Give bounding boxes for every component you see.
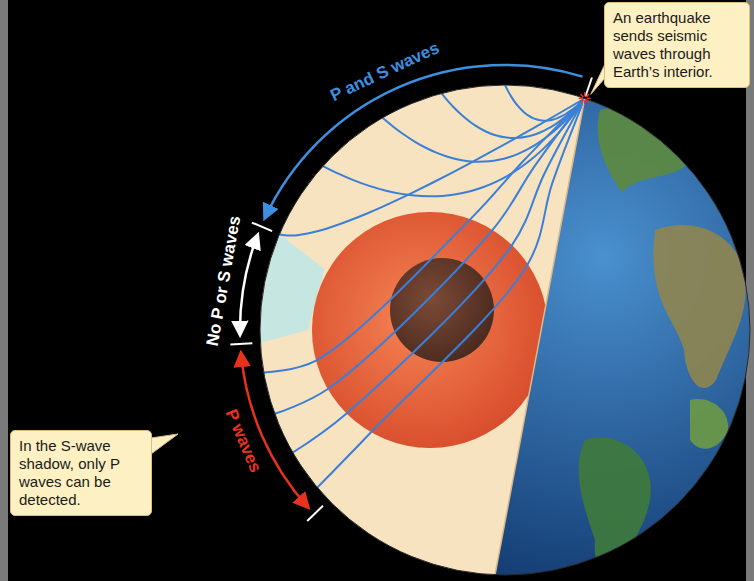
range-arc bbox=[265, 65, 583, 218]
range-tick bbox=[230, 343, 252, 344]
range-arc bbox=[241, 353, 308, 507]
callout-text: In the S-wave shadow, only P waves can b… bbox=[19, 437, 143, 509]
landmass bbox=[653, 225, 745, 388]
seismic-ray bbox=[323, 98, 585, 196]
burst-ray bbox=[587, 98, 591, 100]
range-label: P and S waves bbox=[324, 36, 445, 106]
landmass bbox=[690, 399, 728, 449]
callout-pointer bbox=[591, 64, 605, 94]
callout-box: An earthquake sends seismic waves throug… bbox=[604, 2, 750, 88]
callout-text: An earthquake sends seismic waves throug… bbox=[613, 9, 741, 81]
burst-ray bbox=[581, 100, 584, 103]
seismic-ray bbox=[264, 98, 585, 372]
burst-ray bbox=[586, 94, 589, 97]
earth-outline bbox=[260, 85, 750, 575]
burst-ray bbox=[586, 100, 589, 103]
seismic-ray bbox=[317, 98, 584, 487]
range-tick bbox=[307, 506, 323, 521]
callout-pointers bbox=[151, 64, 605, 454]
callout-box: In the S-wave shadow, only P waves can b… bbox=[10, 430, 152, 516]
landmass bbox=[598, 107, 692, 192]
callout-pointer bbox=[151, 434, 178, 454]
range-arc bbox=[240, 235, 258, 335]
burst-ray bbox=[581, 94, 584, 97]
seismic-ray bbox=[275, 98, 585, 413]
range-label: P waves bbox=[219, 404, 266, 479]
range-label: No P or S waves bbox=[203, 211, 247, 350]
burst-ray bbox=[579, 98, 583, 100]
earthquake-focus bbox=[579, 92, 591, 104]
inner-core bbox=[390, 258, 494, 362]
burst-ray bbox=[584, 100, 586, 104]
landmass bbox=[579, 437, 651, 573]
cut-edge bbox=[495, 98, 585, 575]
seismic-ray bbox=[442, 93, 585, 138]
seismic-ray bbox=[279, 98, 584, 235]
seismic-rays bbox=[264, 85, 585, 487]
range-tick bbox=[252, 223, 272, 232]
burst-ray bbox=[584, 92, 586, 96]
